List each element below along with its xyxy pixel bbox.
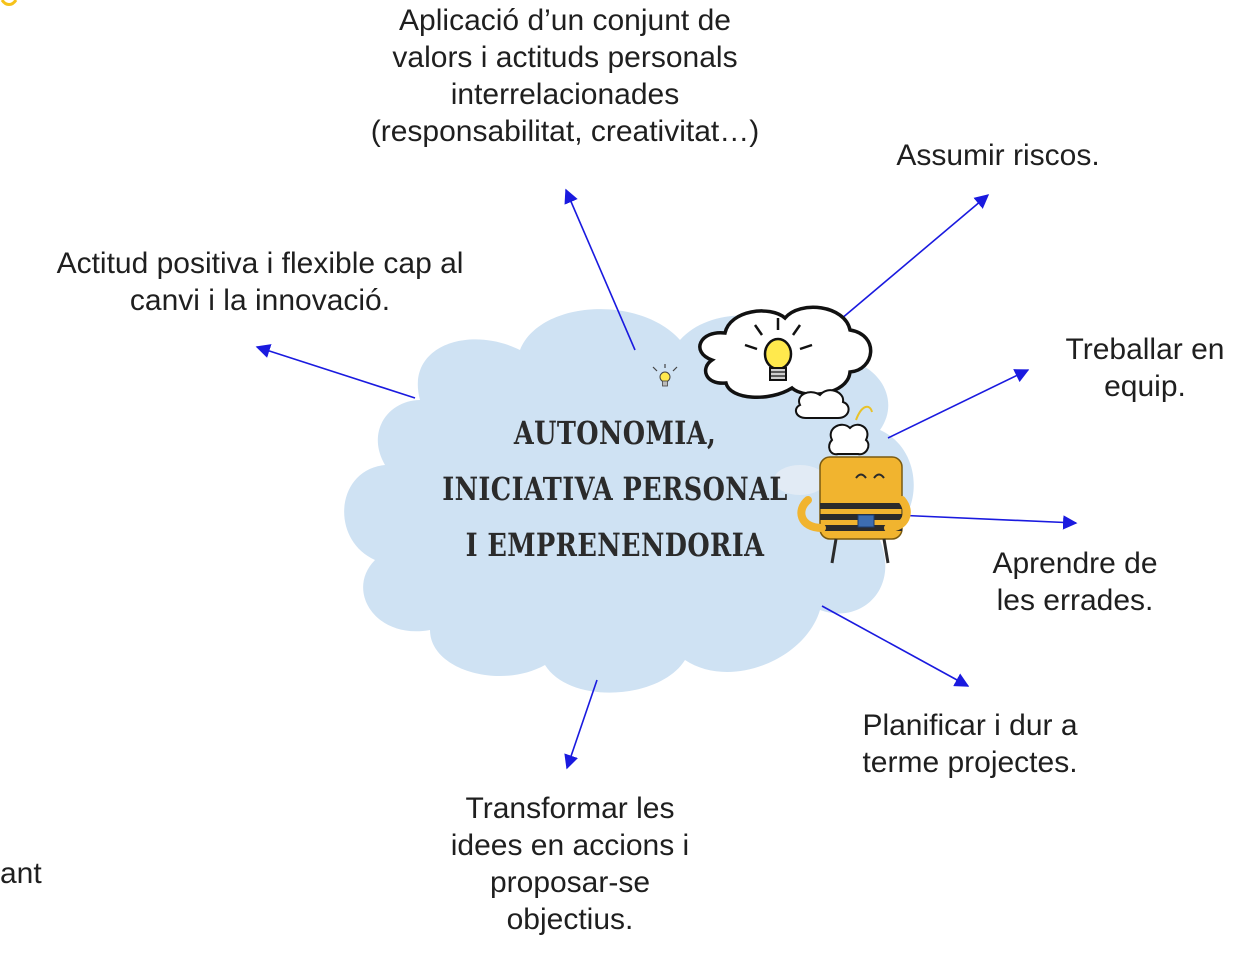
label-line: idees en accions i [450, 829, 690, 862]
label-line: (responsabilitat, creativitat…) [370, 115, 760, 148]
label-line: Aprendre de [992, 547, 1158, 580]
central-title: AUTONOMIA, INICIATIVA PERSONAL I EMPRENE… [439, 405, 791, 573]
label-line: Transformar les [465, 792, 675, 825]
branch-label-learn-from-errors: Aprendre de les errades. [955, 545, 1195, 619]
arrow-to-top [564, 188, 636, 351]
branch-label-positive-attitude: Actitud positiva i flexible cap al canvi… [15, 245, 505, 319]
branch-label-teamwork: Treballar en equip. [1035, 331, 1255, 405]
arrow-to-errors [894, 514, 1078, 530]
label-line: Treballar en [1065, 333, 1225, 366]
branch-label-transform-ideas: Transformar les idees en accions i propo… [405, 790, 735, 938]
central-cloud [344, 309, 914, 693]
arrow-to-transform [564, 679, 598, 770]
label-line: les errades. [996, 584, 1154, 617]
label-line: proposar-se [489, 866, 651, 899]
central-title-line: AUTONOMIA, [513, 414, 717, 452]
central-title-line: INICIATIVA PERSONAL [442, 470, 788, 508]
arrow-to-risks [827, 194, 990, 331]
lightbulb-icon [652, 364, 678, 387]
partial-text-fragment: ant [0, 857, 42, 890]
label-line: interrelacionades [450, 78, 680, 111]
thought-bubble-icon [698, 305, 873, 399]
label-line: equip. [1104, 370, 1186, 403]
branch-label-plan-projects: Planificar i dur a terme projectes. [820, 707, 1120, 781]
branch-label-risks: Assumir riscos. [858, 137, 1138, 174]
branch-label-values-attitudes: Aplicació d’un conjunt de valors i actit… [340, 2, 790, 150]
arrow-to-team [887, 369, 1030, 439]
corner-accent-mark [0, 0, 18, 6]
label-line: Planificar i dur a [862, 709, 1078, 742]
label-line: objectius. [506, 903, 634, 936]
label-line: canvi i la innovació. [129, 284, 391, 317]
label-line: Actitud positiva i flexible cap al [56, 247, 464, 280]
central-title-line: I EMPRENENDORIA [465, 526, 765, 564]
label-line: terme projectes. [862, 746, 1078, 779]
label-line: Assumir riscos. [896, 139, 1100, 172]
label-line: Aplicació d’un conjunt de [399, 4, 731, 37]
arrow-to-attitude [255, 344, 416, 399]
label-line: valors i actituds personals [392, 41, 738, 74]
bee-mascot-icon [774, 389, 911, 564]
arrow-to-plan [821, 605, 970, 687]
